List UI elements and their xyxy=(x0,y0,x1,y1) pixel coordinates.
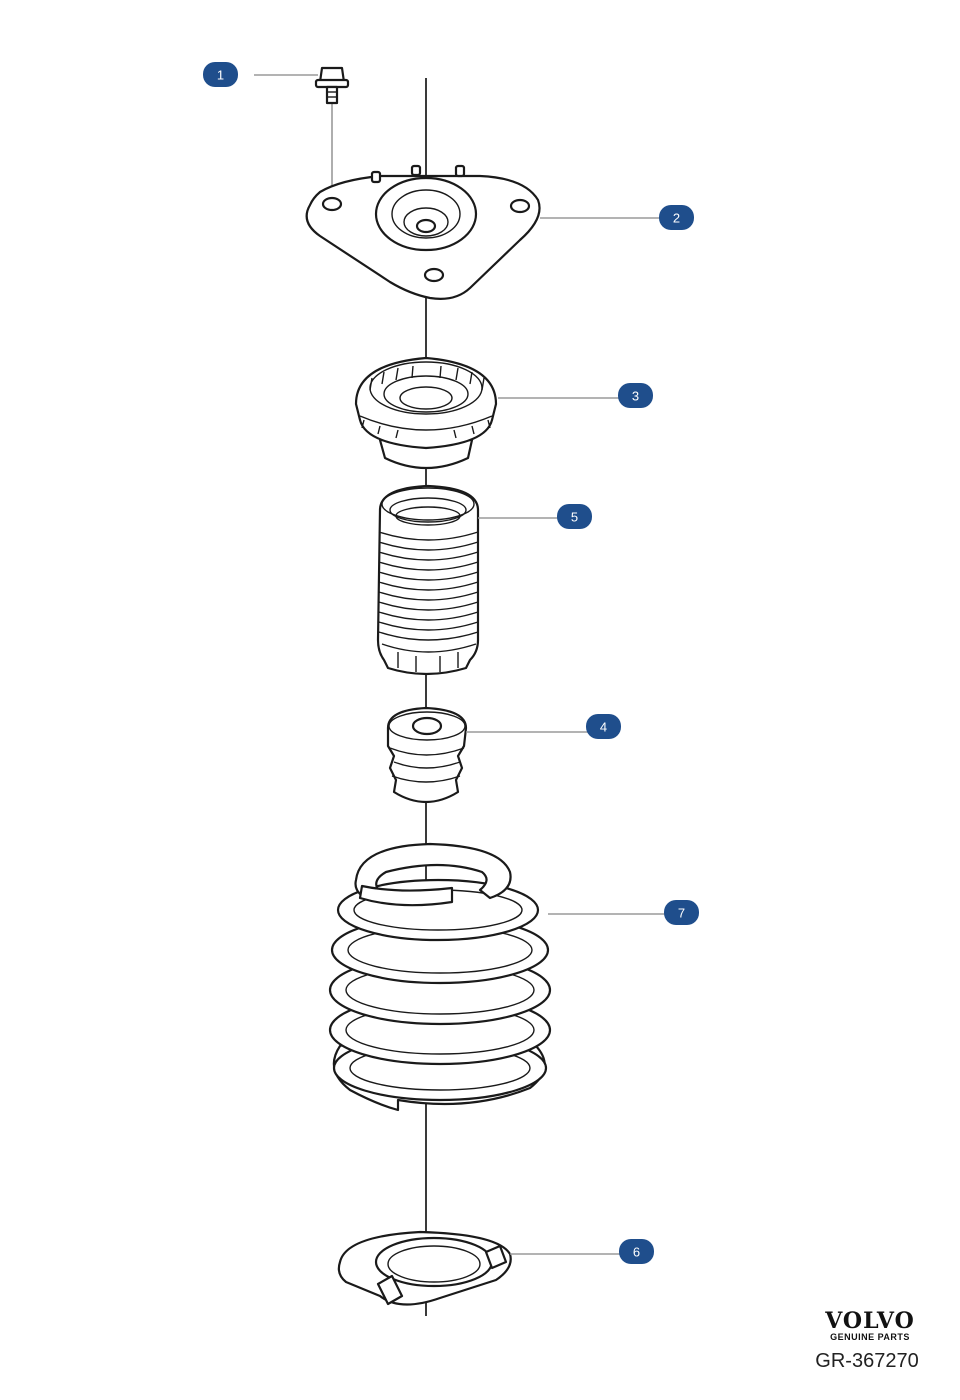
svg-text:3: 3 xyxy=(632,389,639,404)
part-spring-seat xyxy=(337,1230,512,1306)
callout-2: 2 xyxy=(659,205,694,230)
svg-text:7: 7 xyxy=(678,906,685,921)
callout-6: 6 xyxy=(619,1239,654,1264)
brand-block: VOLVO GENUINE PARTS GR-367270 xyxy=(815,1308,918,1372)
svg-text:1: 1 xyxy=(217,68,224,83)
brand-tagline: GENUINE PARTS xyxy=(830,1332,910,1342)
part-top-mount-plate xyxy=(305,164,541,300)
svg-text:2: 2 xyxy=(673,211,680,226)
diagram-reference: GR-367270 xyxy=(815,1350,918,1372)
svg-text:6: 6 xyxy=(633,1245,640,1260)
part-dust-boot xyxy=(376,484,480,676)
callout-7: 7 xyxy=(664,900,699,925)
svg-text:4: 4 xyxy=(600,720,607,735)
callout-5: 5 xyxy=(557,504,592,529)
svg-text:5: 5 xyxy=(571,510,578,525)
part-coil-spring xyxy=(328,842,552,1112)
brand-logo: VOLVO xyxy=(824,1308,915,1334)
callout-4: 4 xyxy=(586,714,621,739)
callout-1: 1 xyxy=(203,62,238,87)
part-bolt xyxy=(314,66,350,196)
leader-lines xyxy=(254,74,666,1255)
callout-3: 3 xyxy=(618,383,653,408)
part-strut-bearing xyxy=(354,356,498,470)
part-bump-stop xyxy=(386,706,468,803)
